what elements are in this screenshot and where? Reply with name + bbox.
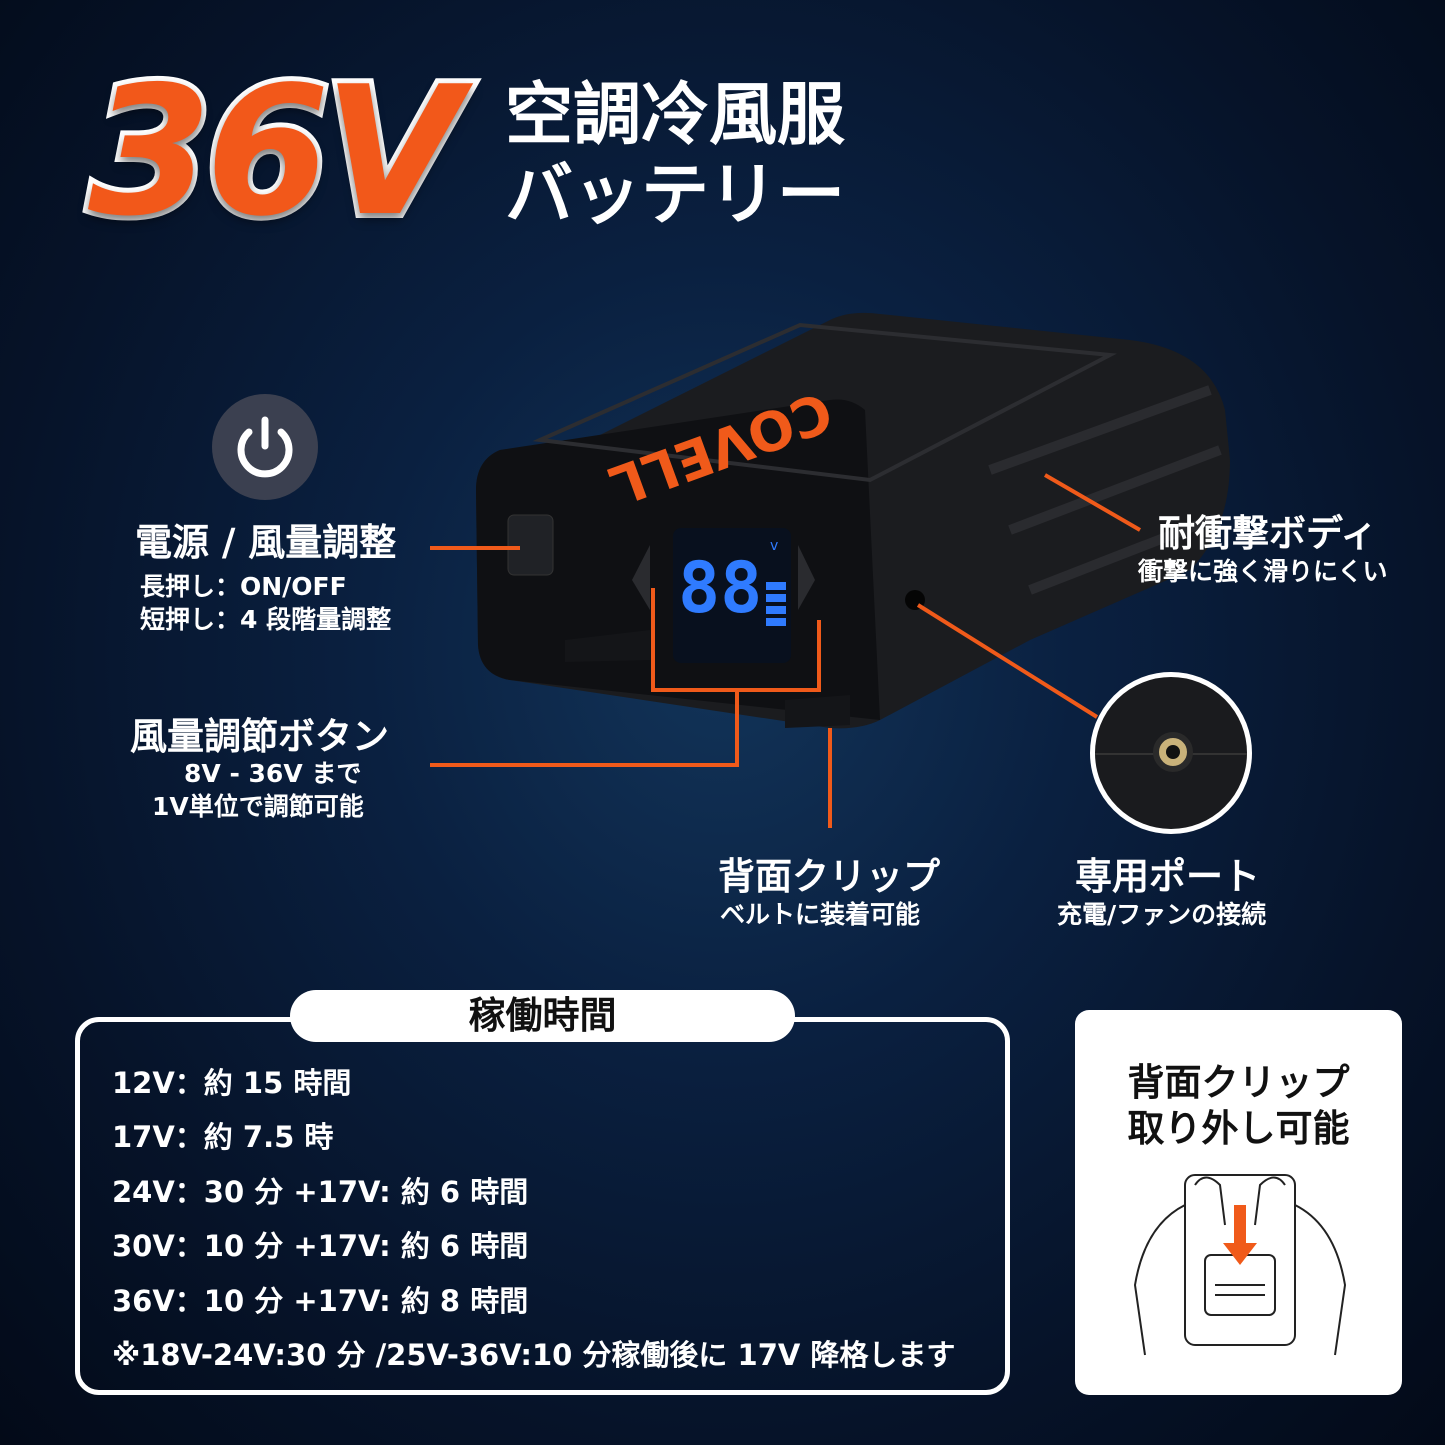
clip-card-title: 背面クリップ取り外し可能 xyxy=(1075,1060,1402,1152)
runtime-row: 17V：約 7.5 時 xyxy=(112,1120,334,1154)
up-arrow-button xyxy=(798,545,815,610)
headline-title-2: バッテリー xyxy=(505,156,846,235)
port-closeup xyxy=(1090,672,1252,834)
clip-card-title-1: 背面クリップ xyxy=(1127,1061,1350,1104)
port-sub: 充電/ファンの接続 xyxy=(1057,900,1267,929)
back-clip xyxy=(565,630,850,728)
battery-level-bars xyxy=(766,582,786,626)
callout-line xyxy=(828,728,832,828)
airflow-sub-2: 1V単位で調節可能 xyxy=(152,792,364,821)
clip-sub: ベルトに装着可能 xyxy=(720,900,921,929)
arrow-down-icon xyxy=(1234,1205,1246,1245)
callout-line xyxy=(430,763,738,767)
callout-line xyxy=(430,546,520,550)
clip-label: 背面クリップ xyxy=(718,855,940,898)
power-icon xyxy=(212,394,318,500)
power-sub-1: 長押し：ON/OFF xyxy=(140,572,347,601)
runtime-note: ※18V-24V:30 分 /25V-36V:10 分稼働後に 17V 降格しま… xyxy=(112,1338,956,1372)
runtime-title: 稼働時間 xyxy=(290,990,795,1042)
headline-title-1: 空調冷風服 xyxy=(505,76,846,155)
headline-voltage: 36V xyxy=(83,43,466,260)
airflow-label: 風量調節ボタン xyxy=(130,715,389,758)
power-button xyxy=(507,514,554,576)
display-unit: v xyxy=(770,538,778,554)
runtime-row: 24V：30 分 +17V: 約 6 時間 xyxy=(112,1175,529,1209)
runtime-row: 30V：10 分 +17V: 約 6 時間 xyxy=(112,1229,529,1263)
power-sub-2: 短押し：4 段階量調整 xyxy=(140,605,392,634)
body-label: 耐衝撃ボディ xyxy=(1158,512,1378,555)
airflow-sub-1: 8V - 36V まで xyxy=(184,759,362,788)
runtime-row: 12V：約 15 時間 xyxy=(112,1066,352,1100)
clip-removal-card: 背面クリップ取り外し可能 xyxy=(1075,1010,1402,1395)
down-arrow-button xyxy=(632,545,650,610)
clip-card-title-2: 取り外し可能 xyxy=(1127,1107,1350,1150)
battery-product-image: COVELL 88 v xyxy=(476,312,1230,729)
port-label: 専用ポート xyxy=(1075,855,1260,898)
power-label: 電源 / 風量調整 xyxy=(135,521,397,564)
callout-line xyxy=(817,620,821,692)
display-digits: 88 xyxy=(678,547,762,629)
display-screen xyxy=(673,528,791,663)
runtime-row: 36V：10 分 +17V: 約 8 時間 xyxy=(112,1284,529,1318)
clip-removal-illustration xyxy=(1133,1174,1347,1356)
body-sub: 衝撃に強く滑りにくい xyxy=(1138,557,1388,586)
callout-line xyxy=(651,688,821,692)
callout-line xyxy=(735,690,739,767)
callout-line xyxy=(651,588,655,692)
